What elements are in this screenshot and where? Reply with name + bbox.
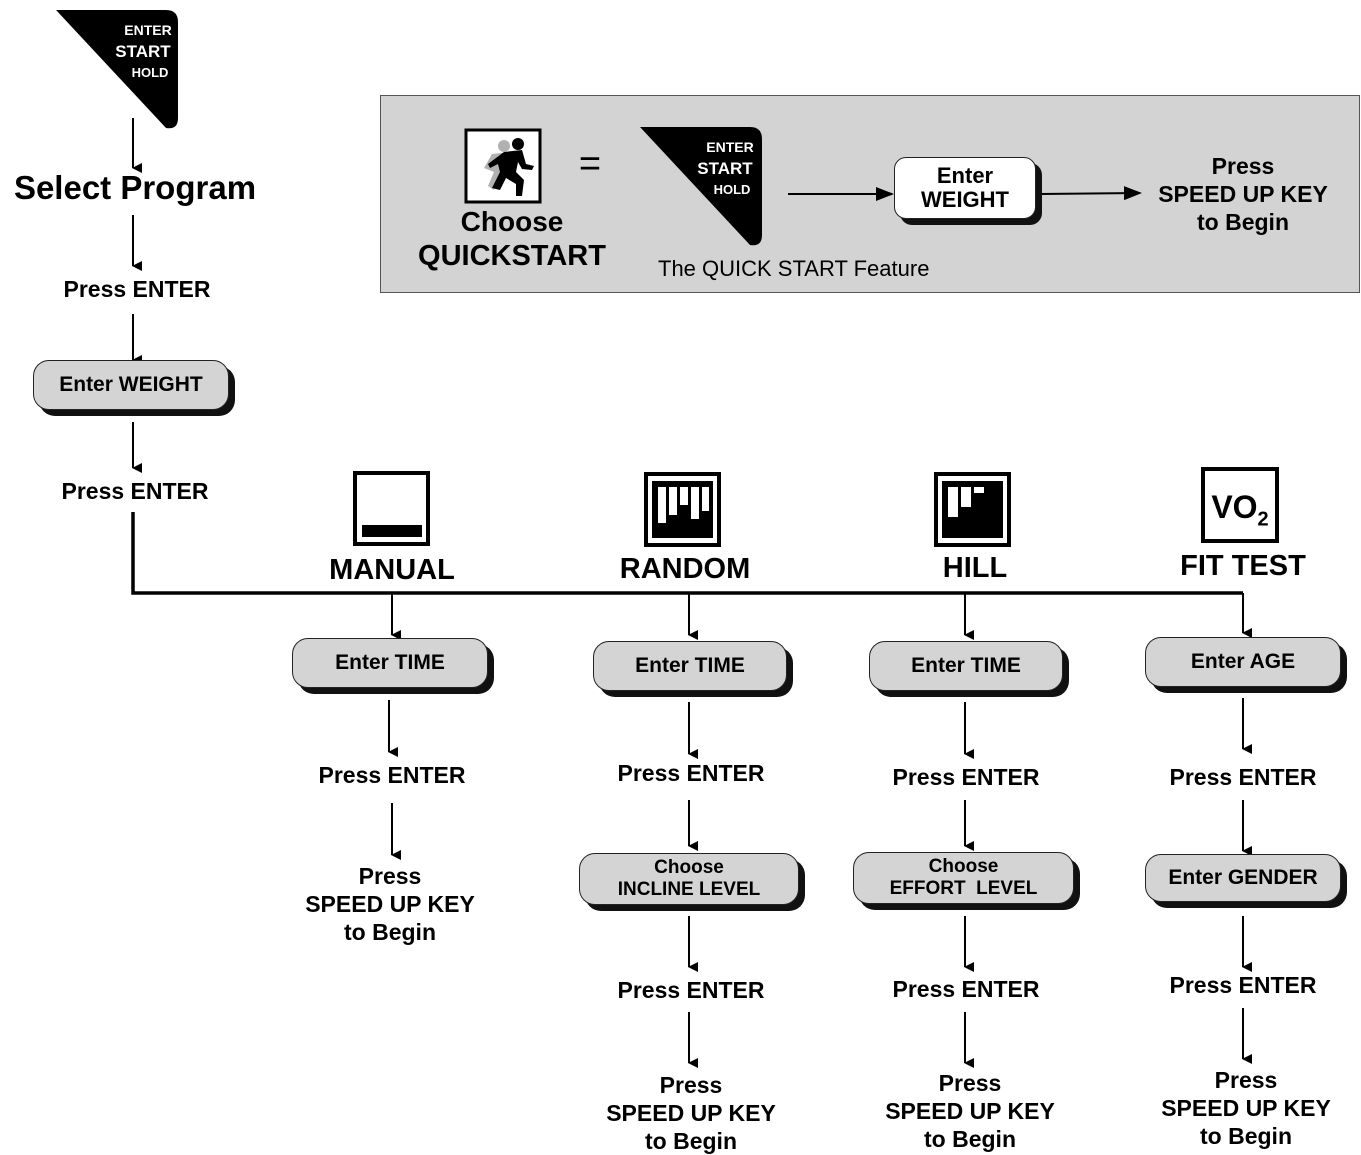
press-enter-label: Press ENTER: [61, 478, 209, 504]
choose-label: Choose: [654, 857, 724, 878]
random-enter-time-button[interactable]: Enter TIME: [593, 641, 793, 697]
press-enter-label: Press ENTER: [1169, 764, 1317, 790]
random-title: RANDOM: [619, 553, 751, 585]
speed-up-instructions: Press SPEED UP KEY to Begin: [606, 1072, 776, 1154]
choose-incline-level-button[interactable]: Choose INCLINE LEVEL: [579, 853, 805, 911]
choose-effort-level-button[interactable]: Choose EFFORT LEVEL: [853, 852, 1080, 910]
svg-text:HOLD: HOLD: [132, 65, 169, 80]
select-program-title: Select Program: [13, 169, 257, 206]
svg-text:START: START: [115, 42, 171, 61]
hill-title: HILL: [942, 552, 1008, 584]
runner-icon: [464, 128, 542, 204]
enter-weight-label: Enter WEIGHT: [33, 360, 229, 410]
enter-gender-label: Enter GENDER: [1145, 854, 1341, 902]
svg-text:START: START: [697, 159, 753, 178]
quickstart-caption: The QUICK START Feature: [658, 256, 930, 281]
enter-age-label: Enter AGE: [1145, 637, 1341, 687]
manual-profile-icon[interactable]: [352, 470, 432, 548]
random-profile-icon[interactable]: [643, 471, 723, 549]
quickstart-enter-weight-button[interactable]: Enter WEIGHT: [894, 157, 1042, 225]
press-enter-label: Press ENTER: [617, 977, 765, 1003]
enter-time-label: Enter TIME: [292, 638, 488, 688]
start-key-icon: ENTER START HOLD: [56, 10, 178, 129]
press-enter-label: Press ENTER: [892, 764, 1040, 790]
right-arrow-icon: [1039, 186, 1142, 201]
svg-text:HOLD: HOLD: [714, 182, 751, 197]
hill-profile-icon[interactable]: [933, 471, 1013, 549]
speed-up-instructions: Press SPEED UP KEY to Begin: [1158, 153, 1328, 235]
vo2-icon[interactable]: VO2: [1201, 467, 1279, 543]
manual-title: MANUAL: [329, 554, 455, 586]
enter-time-label: Enter TIME: [593, 641, 787, 691]
speed-up-instructions: Press SPEED UP KEY to Begin: [885, 1070, 1055, 1152]
speed-up-instructions: Press SPEED UP KEY to Begin: [305, 863, 475, 945]
equals-sign: =: [578, 143, 602, 185]
quickstart-arrows: [788, 186, 1142, 201]
svg-text:ENTER: ENTER: [124, 22, 171, 38]
speed-up-instructions: Press SPEED UP KEY to Begin: [1161, 1067, 1331, 1149]
enter-gender-button[interactable]: Enter GENDER: [1145, 854, 1347, 908]
effort-level-label: EFFORT LEVEL: [889, 878, 1038, 899]
choose-label: Choose: [460, 206, 564, 237]
enter-weight-button[interactable]: Enter WEIGHT: [33, 360, 235, 416]
quickstart-label: QUICKSTART: [418, 240, 606, 272]
enter-age-button[interactable]: Enter AGE: [1145, 637, 1347, 693]
manual-enter-time-button[interactable]: Enter TIME: [292, 638, 494, 694]
press-enter-label: Press ENTER: [617, 760, 765, 786]
enter-label: Enter: [936, 163, 994, 188]
program-bus-line: [131, 512, 1243, 595]
press-enter-label: Press ENTER: [892, 976, 1040, 1002]
press-enter-label: Press ENTER: [63, 276, 211, 302]
choose-label: Choose: [928, 856, 999, 877]
start-key-icon[interactable]: ENTER START HOLD: [638, 125, 764, 249]
press-enter-label: Press ENTER: [318, 762, 466, 788]
fit-test-title: FIT TEST: [1180, 550, 1306, 582]
weight-label: WEIGHT: [921, 187, 1009, 212]
press-enter-label: Press ENTER: [1169, 972, 1317, 998]
incline-level-label: INCLINE LEVEL: [617, 879, 761, 900]
enter-time-label: Enter TIME: [869, 641, 1063, 691]
svg-text:ENTER: ENTER: [706, 139, 753, 155]
hill-enter-time-button[interactable]: Enter TIME: [869, 641, 1069, 697]
